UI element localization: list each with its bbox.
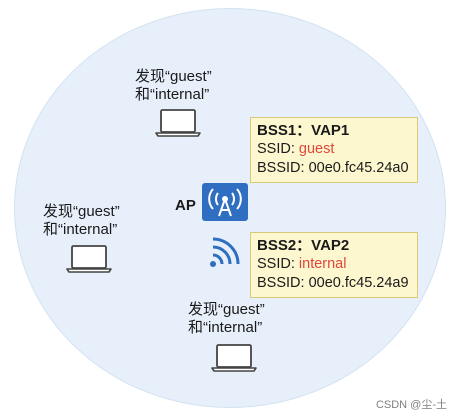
ap-label: AP xyxy=(175,197,196,214)
client-top-line2: 和“internal” xyxy=(135,86,210,103)
vap1-bssid-label: BSSID: xyxy=(257,160,309,176)
client-left-label: 发现“guest” 和“internal” xyxy=(43,203,120,239)
vap1-info-box: BSS1：VAP1 SSID: guest BSSID: 00e0.fc45.2… xyxy=(250,117,418,183)
vap2-title: BSS2：VAP2 xyxy=(257,237,350,254)
vap1-ssid-row: SSID: guest xyxy=(257,140,409,159)
wifi-ap-icon xyxy=(202,183,248,226)
client-top-line1: 发现“guest” xyxy=(135,68,212,85)
vap2-bssid-row: BSSID: 00e0.fc45.24a9 xyxy=(257,274,409,293)
laptop-icon xyxy=(66,244,112,274)
vap1-bssid-value: 00e0.fc45.24a0 xyxy=(308,160,409,176)
client-bottom-line1: 发现“guest” xyxy=(188,301,265,318)
vap2-ssid-row: SSID: internal xyxy=(257,255,409,274)
laptop-icon xyxy=(155,108,201,138)
vap1-bssid-row: BSSID: 00e0.fc45.24a0 xyxy=(257,159,409,178)
wifi-signal-icon xyxy=(207,236,241,275)
vap2-ssid-label: SSID: xyxy=(257,256,299,272)
vap1-title: BSS1：VAP1 xyxy=(257,122,350,139)
client-bottom-line2: 和“internal” xyxy=(188,319,263,336)
client-top-label: 发现“guest” 和“internal” xyxy=(135,68,212,104)
client-bottom-label: 发现“guest” 和“internal” xyxy=(188,301,265,337)
client-left-line1: 发现“guest” xyxy=(43,203,120,220)
vap2-bssid-value: 00e0.fc45.24a9 xyxy=(308,275,409,291)
watermark: CSDN @尘-土 xyxy=(375,399,447,411)
laptop-icon xyxy=(211,343,257,373)
client-left-line2: 和“internal” xyxy=(43,221,118,238)
vap1-ssid-value: guest xyxy=(298,141,335,157)
vap2-info-box: BSS2：VAP2 SSID: internal BSSID: 00e0.fc4… xyxy=(250,232,418,298)
vap2-bssid-label: BSSID: xyxy=(257,275,309,291)
vap1-ssid-label: SSID: xyxy=(257,141,299,157)
vap2-ssid-value: internal xyxy=(298,256,347,272)
